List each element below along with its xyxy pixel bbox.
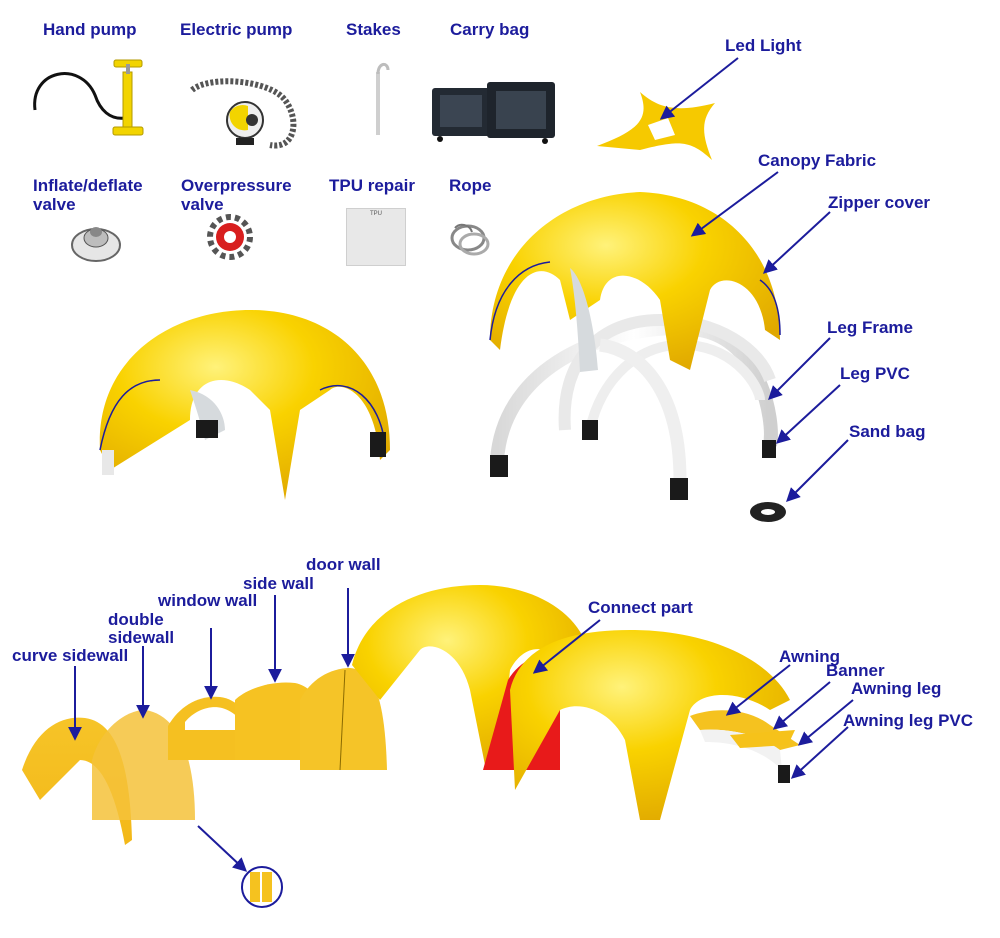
dome-tent-exploded — [489, 192, 786, 522]
hand-pump-image — [33, 59, 144, 136]
overpressure-valve-image — [207, 214, 253, 260]
label-awning: Awning — [779, 647, 841, 666]
rope-image — [450, 223, 490, 256]
leader-led-light — [659, 57, 739, 120]
label-rope: Rope — [449, 176, 492, 195]
label-curve-sidewall: curve sidewall — [12, 646, 129, 665]
leader-connect-part — [532, 619, 601, 674]
label-leg-frame: Leg Frame — [827, 318, 913, 337]
leader-lines — [68, 57, 854, 872]
leader-leg-pvc — [775, 384, 841, 444]
leader-zipper-cover — [762, 211, 831, 274]
electric-pump-image — [190, 78, 297, 149]
label-connect-part: Connect part — [588, 598, 693, 617]
label-sand-bag: Sand bag — [849, 422, 926, 441]
label-inflate-deflate-valve-1: Inflate/deflate — [33, 176, 143, 195]
label-awning-leg-pvc: Awning leg PVC — [843, 711, 974, 730]
inflate-deflate-valve-image — [71, 227, 121, 262]
label-double-sidewall-2: sidewall — [108, 628, 175, 647]
leader-zipper-detail — [197, 825, 248, 872]
dome-tent-assembled — [99, 310, 391, 500]
label-inflate-deflate-valve-2: valve — [33, 195, 76, 214]
carry-bag-image — [432, 82, 555, 144]
label-window-wall: window wall — [158, 591, 258, 610]
label-led-light: Led Light — [725, 36, 802, 55]
label-double-sidewall-1: double — [108, 610, 164, 629]
label-side-wall: side wall — [243, 574, 314, 593]
leader-sand-bag — [786, 439, 849, 502]
leader-awning — [725, 664, 791, 716]
leader-banner — [772, 681, 831, 730]
label-door-wall: door wall — [306, 555, 381, 574]
label-banner: Banner — [826, 661, 885, 680]
label-zipper-cover: Zipper cover — [828, 193, 931, 212]
label-canopy-fabric: Canopy Fabric — [758, 151, 877, 170]
leader-leg-frame — [768, 337, 831, 400]
label-carry-bag: Carry bag — [450, 20, 530, 39]
stakes-image — [376, 63, 390, 135]
label-overpressure-valve-2: valve — [181, 195, 224, 214]
label-tpu-repair: TPU repair — [329, 176, 415, 195]
tpu-repair-card: TPU — [346, 208, 406, 266]
leader-awning-leg — [797, 699, 854, 746]
leader-canopy-fabric — [690, 171, 779, 237]
tpu-card-title: TPU — [370, 211, 382, 217]
led-light-image — [597, 92, 715, 160]
label-overpressure-valve-1: Overpressure — [181, 176, 292, 195]
leader-awning-leg-pvc — [790, 726, 849, 779]
label-awning-leg: Awning leg — [851, 679, 942, 698]
label-electric-pump: Electric pump — [180, 20, 293, 39]
label-leg-pvc: Leg PVC — [840, 364, 910, 383]
label-hand-pump: Hand pump — [43, 20, 137, 39]
label-stakes: Stakes — [346, 20, 401, 39]
wall-panels — [22, 585, 800, 908]
